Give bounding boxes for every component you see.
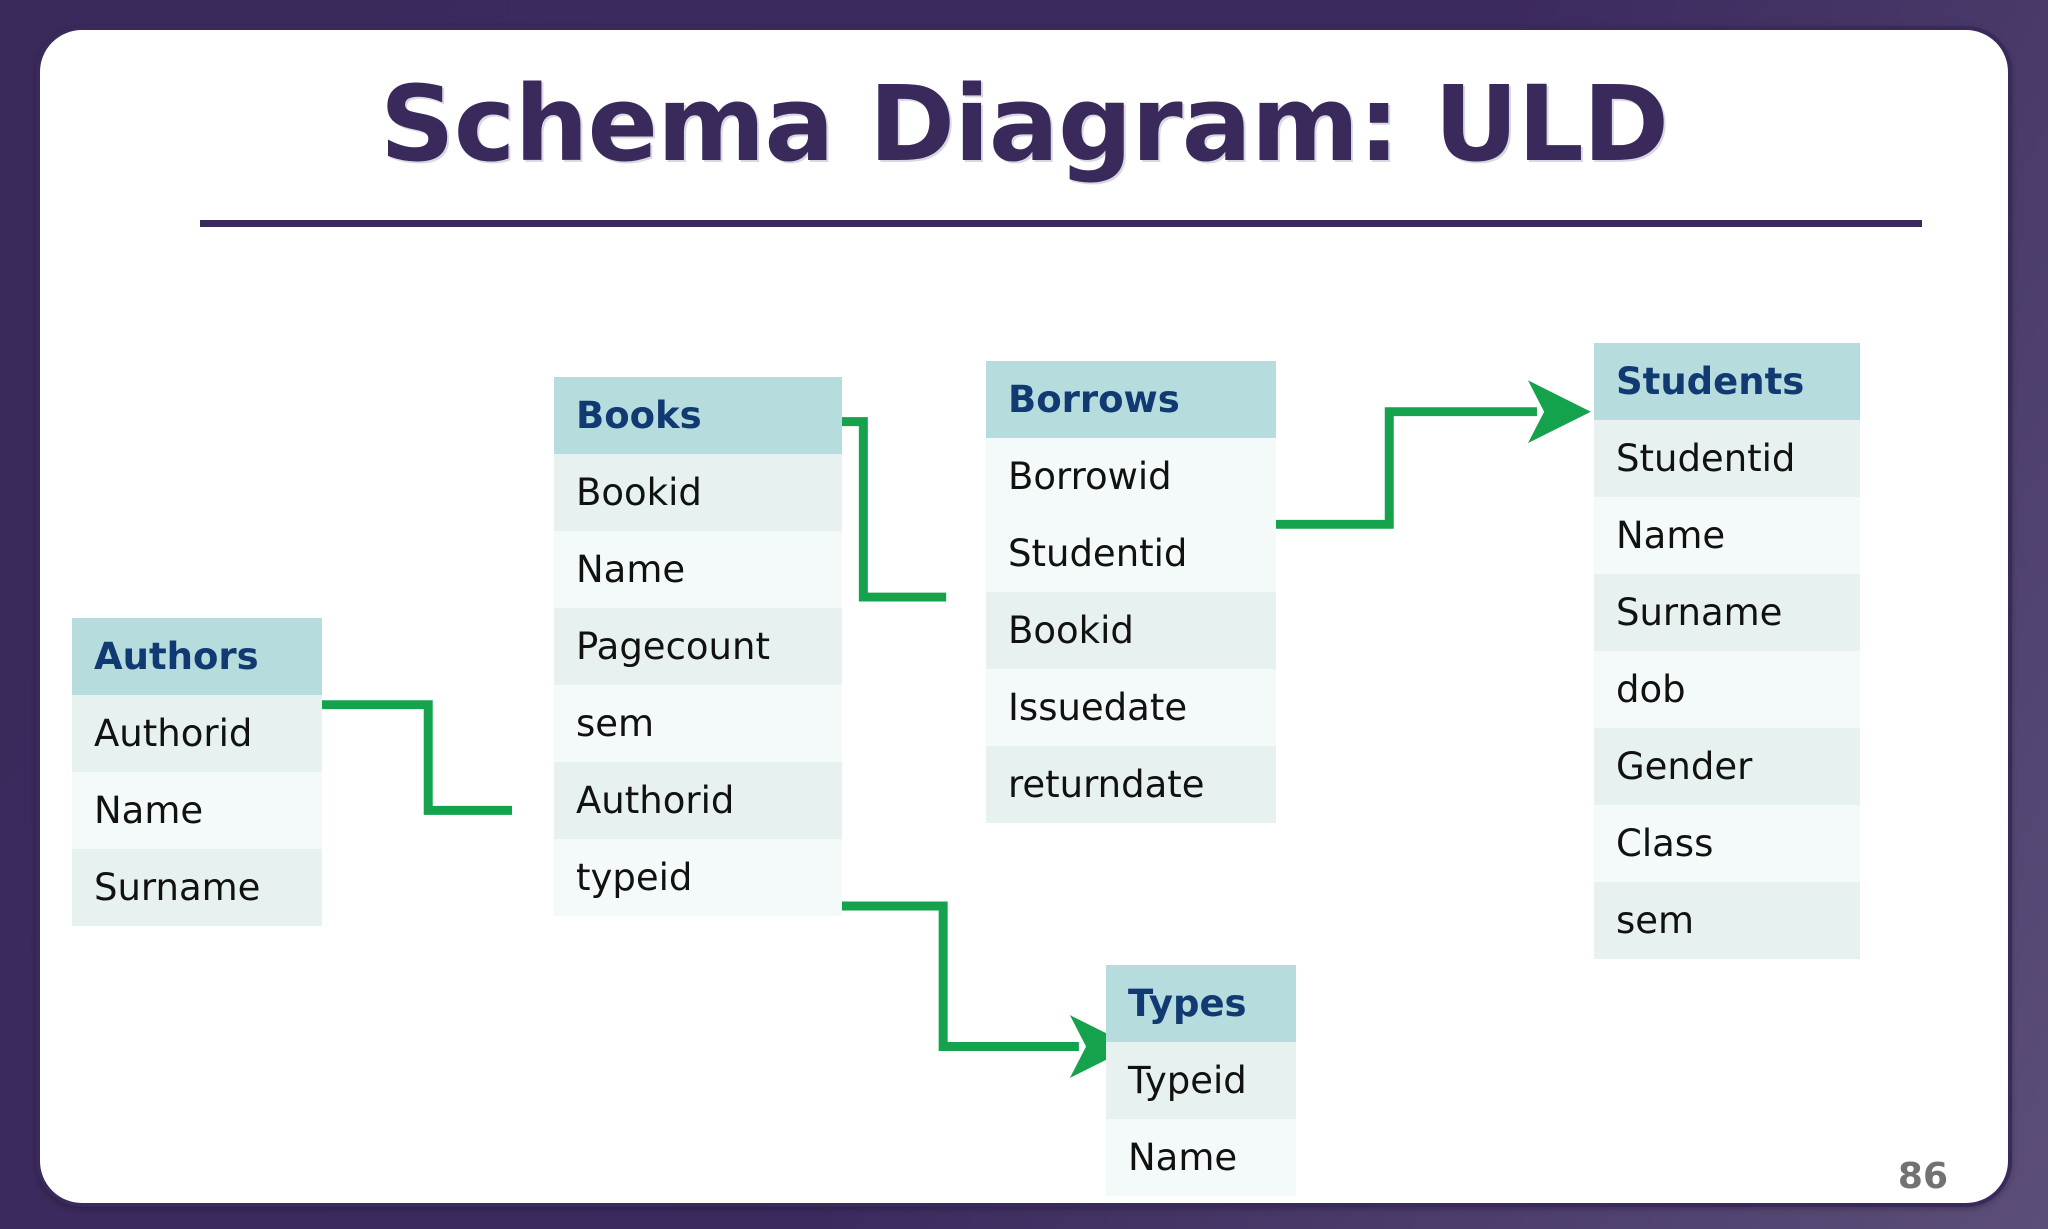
entity-field-students-gender: Gender (1594, 728, 1860, 805)
entity-header-types: Types (1106, 965, 1296, 1042)
entity-field-students-surname: Surname (1594, 574, 1860, 651)
title-block: Schema Diagram: ULD (40, 63, 2008, 185)
entity-field-books-bookid: Bookid (554, 454, 842, 531)
entity-field-students-dob: dob (1594, 651, 1860, 728)
entity-table-students[interactable]: Students Studentid Name Surname dob Gend… (1594, 343, 1860, 959)
entity-field-books-pagecount: Pagecount (554, 608, 842, 685)
slide-canvas: Schema Diagram: ULD (40, 30, 2008, 1203)
entity-field-borrows-studentid: Studentid (986, 515, 1276, 592)
entity-table-books[interactable]: Books Bookid Name Pagecount sem Authorid… (554, 377, 842, 916)
entity-table-types[interactable]: Types Typeid Name (1106, 965, 1296, 1196)
entity-field-students-sem: sem (1594, 882, 1860, 959)
entity-field-books-authorid: Authorid (554, 762, 842, 839)
entity-field-students-class: Class (1594, 805, 1860, 882)
entity-table-borrows[interactable]: Borrows Borrowid Studentid Bookid Issued… (986, 361, 1276, 823)
entity-header-students: Students (1594, 343, 1860, 420)
entity-field-borrows-bookid: Bookid (986, 592, 1276, 669)
entity-field-authors-name: Name (72, 772, 322, 849)
title-underline-rule (200, 220, 1922, 227)
connector-books-typeid-to-types-typeid (803, 901, 1133, 1078)
entity-field-students-name: Name (1594, 497, 1860, 574)
entity-field-authors-surname: Surname (72, 849, 322, 926)
entity-field-types-typeid: Typeid (1106, 1042, 1296, 1119)
entity-field-borrows-returndate: returndate (986, 746, 1276, 823)
entity-field-students-studentid: Studentid (1594, 420, 1860, 497)
slide-page-number: 86 (1897, 1156, 1948, 1197)
entity-field-books-sem: sem (554, 685, 842, 762)
entity-header-books: Books (554, 377, 842, 454)
entity-field-borrows-issuedate: Issuedate (986, 669, 1276, 746)
slide-content-panel: Schema Diagram: ULD (36, 26, 2012, 1207)
entity-field-books-name: Name (554, 531, 842, 608)
entity-header-authors: Authors (72, 618, 322, 695)
page-title: Schema Diagram: ULD (379, 63, 1669, 185)
entity-field-authors-authorid: Authorid (72, 695, 322, 772)
entity-field-types-name: Name (1106, 1119, 1296, 1196)
entity-field-books-typeid: typeid (554, 839, 842, 916)
entity-header-borrows: Borrows (986, 361, 1276, 438)
entity-field-borrows-borrowid: Borrowid (986, 438, 1276, 515)
entity-table-authors[interactable]: Authors Authorid Name Surname (72, 618, 322, 926)
